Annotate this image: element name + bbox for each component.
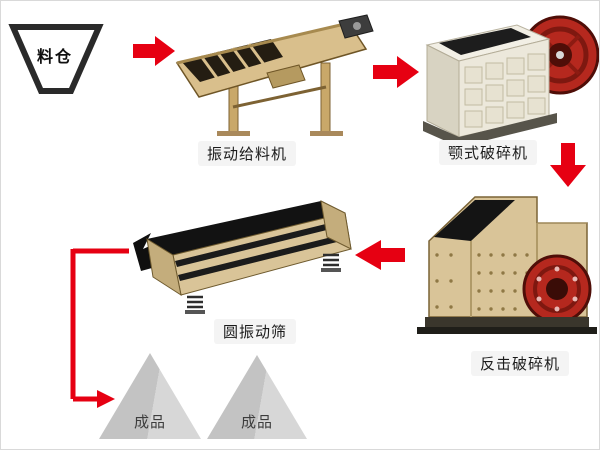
impact-feed-opening — [434, 200, 515, 241]
jaw-crusher-illustration — [423, 15, 599, 147]
silo-icon — [8, 24, 104, 94]
product-left-label: 成品 — [133, 413, 166, 431]
flow-arrow-2-right — [373, 56, 419, 88]
feeder-legs — [217, 62, 343, 136]
vibrating-feeder-illustration — [175, 14, 374, 136]
feeder-grizzly-slots — [199, 43, 267, 79]
flow-arrow-1-right — [133, 36, 175, 66]
flow-arrow-4-left — [355, 240, 405, 270]
feeder-grizzly-bars — [181, 39, 283, 82]
product-pile-right: 成品 — [207, 355, 307, 439]
flow-connector-to-product — [70, 248, 129, 408]
screen-deck-band-2 — [178, 233, 349, 281]
impact-base-upper — [425, 317, 589, 327]
screen-spring-left — [187, 295, 203, 309]
jaw-base — [423, 113, 557, 147]
jaw-feed-opening — [439, 28, 531, 55]
impact-wheel — [522, 254, 592, 324]
screen-caption: 圆振动筛 — [214, 319, 297, 344]
connector-arrowhead — [97, 390, 115, 408]
jaw-front-face — [426, 44, 460, 138]
jaw-crusher-caption: 颚式破碎机 — [439, 140, 538, 165]
impact-bolts — [435, 253, 529, 311]
screen-end-cap — [320, 200, 352, 250]
screen-left-frame — [146, 238, 182, 297]
feeder-vibrator-box — [266, 64, 306, 89]
feeder-caption: 振动给料机 — [198, 141, 297, 166]
screen-deck-surface — [147, 201, 345, 255]
screen-spring-right — [323, 253, 339, 267]
impact-crusher-illustration — [417, 196, 597, 334]
impact-base-lower — [417, 327, 597, 334]
impact-crusher-caption: 反击破碎机 — [471, 351, 570, 376]
flow-arrow-3-down — [550, 143, 586, 187]
vibrating-screen-illustration — [133, 200, 352, 314]
screen-deck-band-1 — [175, 219, 347, 267]
jaw-bolt-panels — [464, 53, 546, 128]
silo-label: 料仓 — [37, 47, 74, 66]
product-right-label: 成品 — [240, 413, 273, 431]
